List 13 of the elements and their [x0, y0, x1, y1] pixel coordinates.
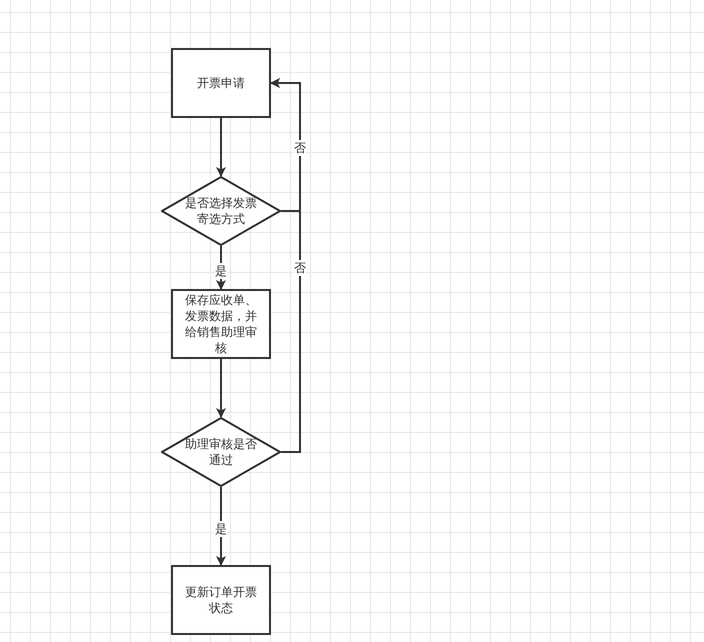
decision-diamond: 助理审核是否通过 — [161, 417, 281, 487]
decision-diamond: 是否选择发票寄选方式 — [161, 176, 281, 246]
process-box: 更新订单开票状态 — [171, 565, 271, 635]
arrow — [216, 118, 226, 177]
edge-label: 否 — [294, 140, 306, 156]
edge-label: 是 — [215, 262, 227, 278]
edge-label: 是 — [215, 521, 227, 537]
arrow — [270, 78, 301, 453]
arrow — [216, 487, 226, 566]
process-box: 保存应收单、发票数据，并给销售助理审核 — [171, 289, 271, 359]
process-box: 开票申请 — [171, 48, 271, 118]
arrow — [216, 359, 226, 418]
edge-label: 否 — [294, 260, 306, 276]
